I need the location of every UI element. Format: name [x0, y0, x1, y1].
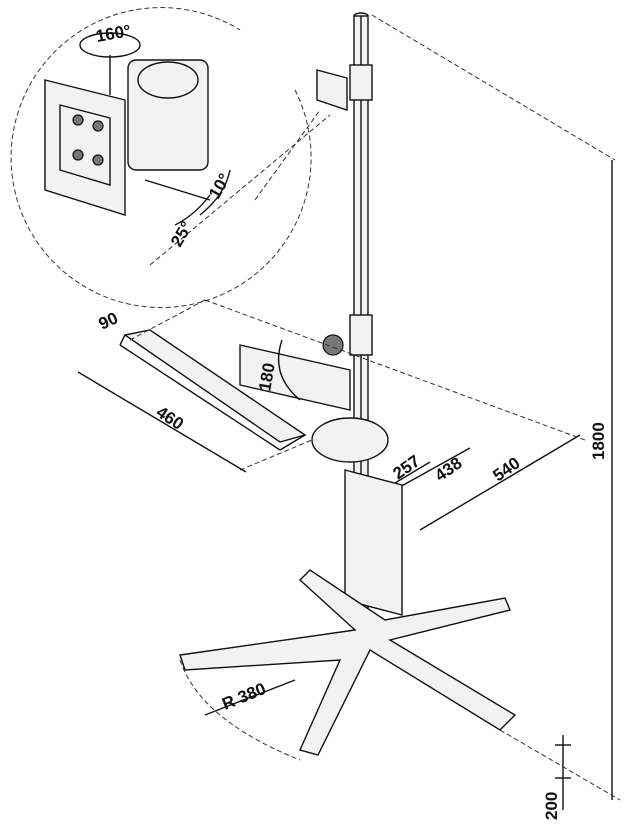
base-height-label: 200: [542, 792, 561, 820]
keyboard-depth-label: 90: [96, 308, 121, 333]
keyboard-rotation-label: 180: [255, 361, 279, 392]
dim-438-label: 438: [431, 453, 465, 485]
tilt-10-label: 10°: [205, 170, 234, 202]
rotation-160-label: 160°: [94, 21, 132, 46]
keyboard-width-label: 460: [153, 402, 187, 433]
star-base: [179, 569, 517, 761]
mouse-tray: [311, 417, 389, 463]
base-radius-label: R 380: [219, 679, 268, 714]
monitor-mount-detail-inset: [10, 7, 331, 309]
keyboard-tray: [119, 299, 586, 471]
dim-540-label: 540: [489, 453, 523, 485]
tilt-25-label: 25°: [167, 218, 196, 250]
cpu-holder: [344, 469, 403, 616]
total-height-label: 1800: [589, 422, 608, 460]
dim-257-label: 257: [389, 451, 423, 483]
